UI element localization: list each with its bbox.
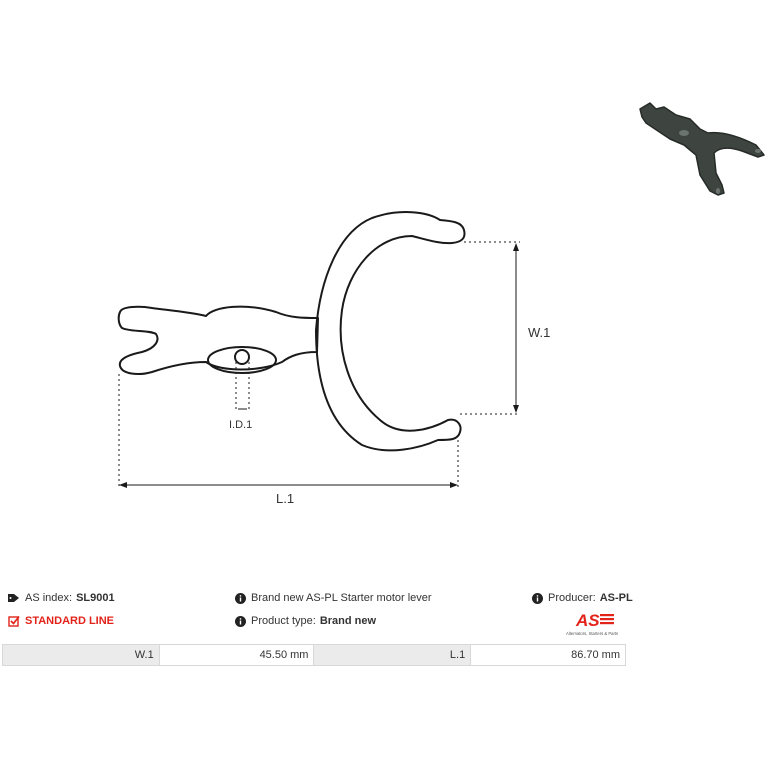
as-index-label: AS index: <box>25 592 73 604</box>
l1-arrow-left <box>119 482 127 488</box>
w1-arrow-top <box>513 243 519 251</box>
w1-label: W.1 <box>528 325 550 340</box>
info-icon <box>532 592 543 604</box>
l1-label: L.1 <box>276 491 294 506</box>
producer-label: Producer: <box>548 592 596 604</box>
technical-drawing: W.1 L.1 I.D.1 <box>117 211 550 506</box>
lever-shaft <box>117 305 319 375</box>
id1-label: I.D.1 <box>229 419 252 431</box>
spec-value-l1: 86.70 mm <box>470 644 626 666</box>
spec-value-w1: 45.50 mm <box>158 644 315 666</box>
description-row: Brand new AS-PL Starter motor lever <box>235 592 432 604</box>
as-pl-logo: AS Alternators, Starters & Parts <box>566 611 618 636</box>
dimension-lines <box>118 241 520 488</box>
pivot-hole <box>234 349 250 365</box>
logo-bars <box>600 614 614 625</box>
description-text: Brand new AS-PL Starter motor lever <box>251 592 432 604</box>
spec-key-w1: W.1 <box>2 644 160 666</box>
as-index-row: AS index: SL9001 <box>8 592 115 604</box>
w1-arrow-bottom <box>513 405 519 413</box>
product-type-label: Product type: <box>251 615 316 627</box>
producer-value: AS-PL <box>599 592 633 604</box>
standard-line-row: STANDARD LINE <box>8 615 114 627</box>
table-row: W.1 45.50 mm L.1 86.70 mm <box>2 644 626 666</box>
tag-icon <box>8 593 20 603</box>
producer-row: Producer: AS-PL <box>532 592 633 604</box>
info-icon <box>235 615 246 627</box>
product-type-value: Brand new <box>319 615 377 627</box>
check-square-icon <box>8 615 20 627</box>
product-type-row: Product type: Brand new <box>235 615 376 627</box>
logo-mark: AS <box>575 611 600 630</box>
l1-arrow-right <box>450 482 458 488</box>
fork-arc <box>315 211 466 452</box>
standard-line-text: STANDARD LINE <box>25 615 115 627</box>
pivot-eye <box>207 346 277 374</box>
spec-table: W.1 45.50 mm L.1 86.70 mm <box>2 644 626 666</box>
spec-key-l1: L.1 <box>313 644 472 666</box>
info-icon <box>235 592 246 604</box>
as-index-value: SL9001 <box>76 592 115 604</box>
logo-tagline: Alternators, Starters & Parts <box>566 631 618 636</box>
lever-outline <box>117 211 466 452</box>
product-photo <box>639 102 765 196</box>
